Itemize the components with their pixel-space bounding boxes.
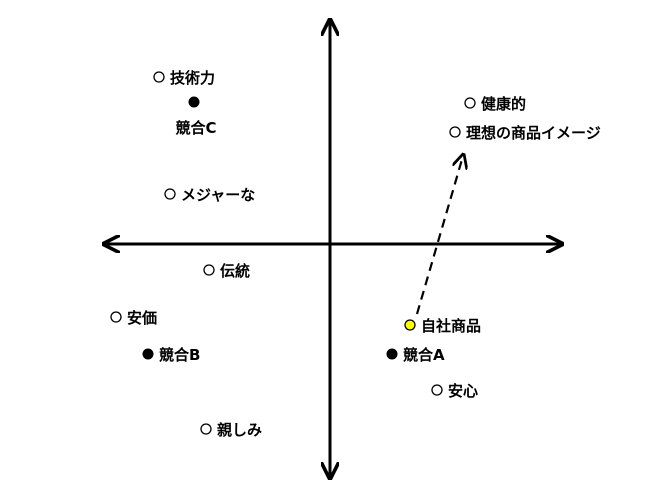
map-point-shitashimi: 親しみ	[200, 421, 262, 439]
map-point-kyougou-b: 競合B	[142, 346, 200, 364]
point-label: 安価	[127, 309, 157, 327]
point-label: メジャーな	[181, 186, 255, 204]
axes	[104, 20, 562, 478]
attribute-marker	[153, 71, 165, 83]
competitor-marker	[142, 348, 154, 360]
attribute-marker	[203, 264, 215, 276]
map-point-major: メジャーな	[164, 186, 255, 204]
map-point-jisha: 自社商品	[404, 317, 481, 335]
map-point-kyougou-c: 競合C	[175, 96, 217, 137]
attribute-marker	[200, 423, 212, 435]
map-point-anshin: 安心	[431, 382, 478, 400]
map-point-anka: 安価	[110, 309, 157, 327]
own-product-marker	[404, 319, 416, 331]
point-label: 自社商品	[421, 317, 481, 335]
competitor-marker	[386, 348, 398, 360]
competitor-marker	[188, 96, 200, 108]
point-label: 競合B	[159, 346, 200, 364]
point-label: 健康的	[481, 95, 526, 113]
point-label: 理想の商品イメージ	[466, 124, 601, 142]
attribute-marker	[449, 126, 461, 138]
map-point-risou: 理想の商品イメージ	[449, 124, 601, 142]
point-label: 競合C	[175, 119, 216, 137]
map-point-kenkouteki: 健康的	[464, 95, 526, 113]
movement-arrow	[415, 156, 463, 315]
map-point-kyougou-a: 競合A	[386, 346, 445, 364]
point-label: 競合A	[403, 346, 445, 364]
point-label: 親しみ	[217, 421, 262, 439]
attribute-marker	[431, 384, 443, 396]
map-point-gijutsuryoku: 技術力	[153, 69, 215, 87]
point-label: 伝統	[220, 262, 250, 280]
map-point-dentou: 伝統	[203, 262, 250, 280]
attribute-marker	[110, 311, 122, 323]
attribute-marker	[164, 188, 176, 200]
point-label: 技術力	[170, 69, 215, 87]
attribute-marker	[464, 97, 476, 109]
point-label: 安心	[448, 382, 478, 400]
